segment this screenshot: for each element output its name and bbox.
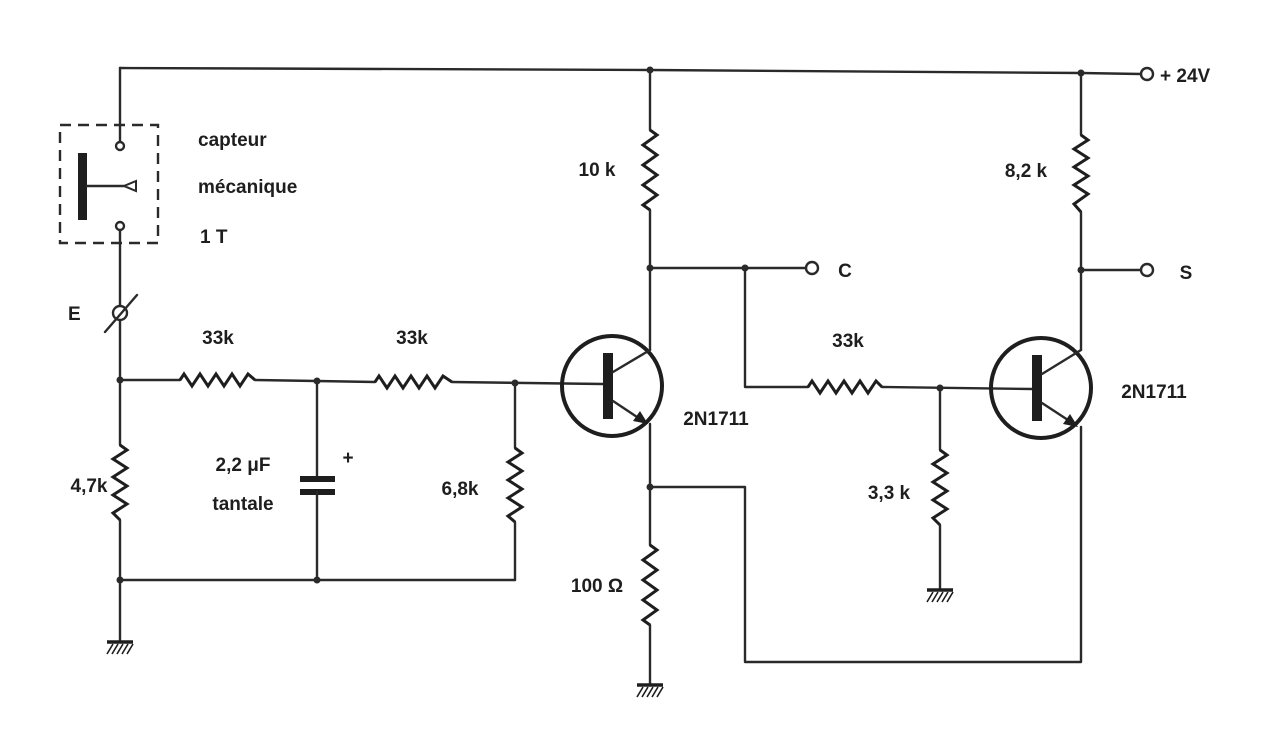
sensor-arm-tip: [121, 179, 137, 193]
resistor-collector-1-label: 10 k: [579, 160, 616, 181]
ground-symbol-center: [635, 683, 665, 699]
transistor-1-emitter-lead: [611, 399, 642, 421]
resistor-collector-1: [640, 128, 660, 212]
coupling-network: 33k 3,3 k: [743, 266, 1034, 604]
wire-c-to-coupling: [743, 266, 810, 389]
capacitor-polarity: +: [342, 448, 353, 469]
resistor-shunt-input: [110, 443, 130, 522]
resistor-coupling-label: 33k: [832, 331, 864, 352]
output-c-label: C: [838, 261, 852, 282]
sensor-contact-top: [114, 140, 126, 152]
transistor-2-base-bar: [1032, 355, 1042, 421]
ground-symbol-right: [925, 588, 955, 604]
mechanical-sensor: capteur mécanique 1 T: [58, 66, 297, 248]
resistor-coupling: [806, 378, 884, 396]
resistor-emitter-1: [640, 543, 660, 627]
input-network: 33k 33k 4,7k + 2,2 μF tantale 6,8k: [71, 328, 605, 656]
input-point: E: [68, 228, 139, 382]
transistor-1-collector-lead: [611, 348, 652, 374]
transistor-2-label: 2N1711: [1121, 382, 1187, 403]
ground-symbol-left: [105, 640, 135, 656]
resistor-input-2-label: 33k: [396, 328, 428, 349]
wire-cap-r2: [315, 379, 377, 384]
transistor-1: [560, 334, 664, 438]
resistor-emitter-1-label: 100 Ω: [571, 576, 623, 597]
transistor-1-base-bar: [603, 353, 613, 419]
wire-top-rail: [118, 66, 1143, 76]
resistor-shunt-input-label: 4,7k: [71, 476, 108, 497]
output-s-terminal: [1139, 262, 1155, 278]
transistor-2-collector-lead: [1040, 348, 1083, 376]
stage-2: 8,2 k S 2N1711: [648, 71, 1193, 664]
output-c-terminal: [804, 260, 820, 276]
sensor-label-line3: 1 T: [200, 227, 228, 248]
resistor-input-2: [373, 373, 453, 391]
supply-label: + 24V: [1160, 66, 1211, 87]
wire-emitter-loop: [648, 425, 1083, 664]
supply-rail: + 24V: [118, 66, 1211, 87]
output-s-label: S: [1180, 263, 1193, 284]
wire-r1-cap: [253, 378, 319, 383]
wire-r2-base: [450, 380, 605, 386]
transistor-2-body: [989, 336, 1093, 440]
resistor-base-2: [930, 448, 950, 527]
supply-terminal: [1139, 66, 1155, 82]
transistor-1-emitter-arrow: [633, 411, 648, 424]
resistor-collector-2-label: 8,2 k: [1005, 161, 1048, 182]
resistor-collector-2: [1071, 133, 1091, 213]
stage-1: 10 k 2N1711 100 Ω C: [560, 68, 852, 699]
capacitor-type-label: tantale: [212, 494, 273, 515]
transistor-1-label: 2N1711: [683, 409, 749, 430]
resistor-base-1-label: 6,8k: [442, 479, 479, 500]
transistor-2-emitter-arrow: [1063, 414, 1078, 427]
sensor-label-line2: mécanique: [198, 177, 297, 198]
transistor-2-emitter-lead: [1040, 401, 1073, 424]
transistor-1-body: [560, 334, 664, 438]
transistor-2: [989, 336, 1093, 440]
resistor-base-2-label: 3,3 k: [868, 483, 911, 504]
input-label: E: [68, 304, 81, 325]
sensor-label-line1: capteur: [198, 130, 267, 151]
resistor-input-1: [178, 371, 256, 389]
resistor-input-1-label: 33k: [202, 328, 234, 349]
resistor-base-1: [505, 446, 525, 524]
sensor-dashed-box: [58, 123, 160, 245]
capacitor-value-label: 2,2 μF: [216, 455, 271, 476]
input-slash: [103, 293, 139, 334]
sensor-blade: [78, 153, 87, 220]
wire-coupling-base2: [880, 385, 1034, 391]
